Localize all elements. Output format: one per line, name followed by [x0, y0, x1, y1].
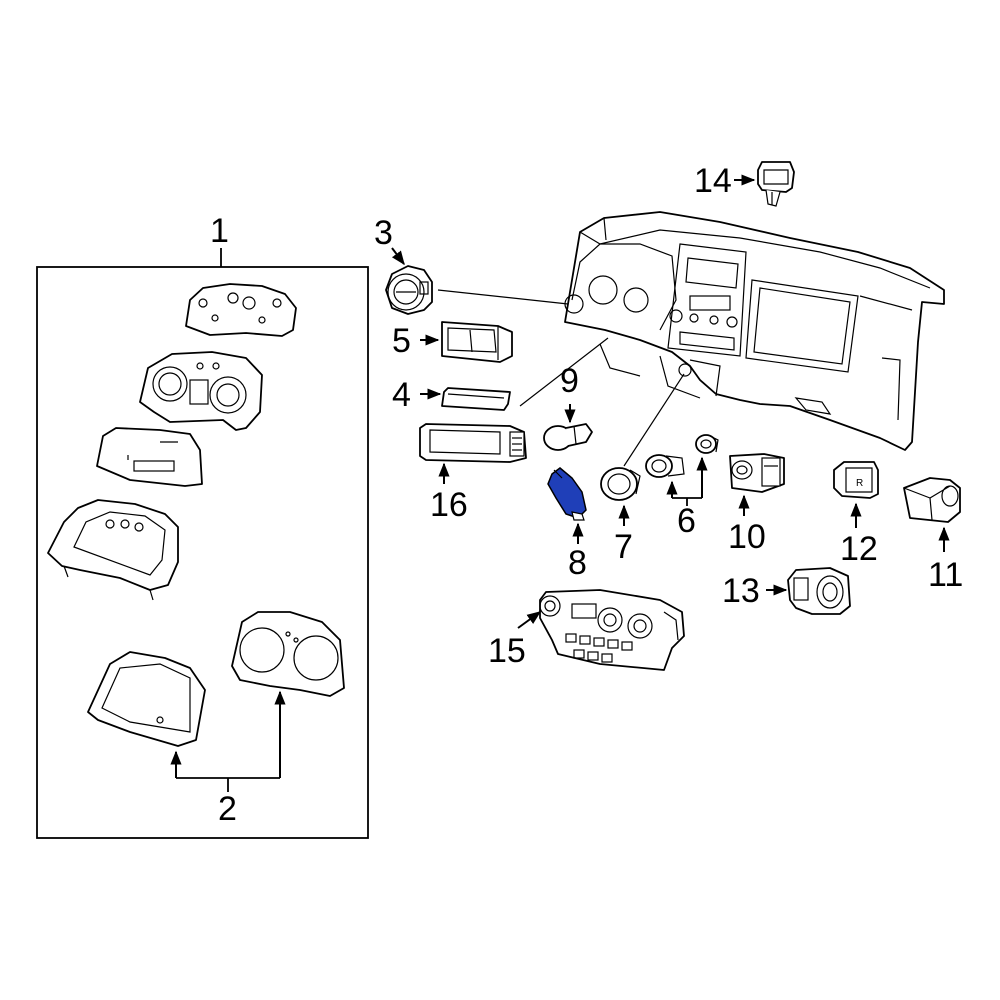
callout-4: 4	[392, 376, 411, 414]
headlamp-switch	[385, 265, 433, 315]
lighter-knob	[543, 423, 593, 451]
switch-14	[757, 161, 795, 207]
callout-16: 16	[430, 486, 468, 524]
cluster-applique-left	[87, 651, 206, 747]
power-socket	[645, 454, 685, 478]
callout-3-leader	[391, 247, 405, 266]
switch-10	[729, 453, 785, 493]
cluster-group-box	[36, 248, 369, 839]
cluster-bezel	[47, 499, 179, 601]
callout-6-leader	[666, 456, 708, 506]
callout-3: 3	[374, 214, 393, 252]
switch-12: R	[833, 461, 879, 499]
callout-2-leader	[170, 690, 286, 792]
callout-10: 10	[728, 518, 766, 556]
callout-9: 9	[560, 362, 579, 400]
callout-11: 11	[928, 556, 963, 594]
callout-15-leader	[517, 611, 542, 629]
instrument-panel	[564, 211, 945, 451]
switch-bezel	[441, 321, 513, 363]
display-module	[419, 423, 527, 463]
callout-12: 12	[840, 530, 878, 568]
svg-text:R: R	[856, 478, 863, 489]
callout-15: 15	[488, 632, 526, 670]
callout-14: 14	[694, 162, 732, 200]
bezel-ring	[600, 467, 641, 501]
dash-leader-lines	[437, 289, 685, 467]
switch-11	[903, 477, 961, 523]
switch-13	[787, 567, 851, 615]
cluster-lens	[96, 427, 203, 487]
callout-7: 7	[614, 528, 633, 566]
callout-13: 13	[722, 572, 760, 610]
callout-8: 8	[568, 544, 587, 582]
callout-6: 6	[677, 502, 696, 540]
cluster-gauge-assembly	[139, 351, 263, 431]
cluster-face-plate	[231, 611, 345, 697]
display-lens	[441, 387, 511, 411]
callout-1: 1	[210, 212, 229, 250]
cluster-rear-housing	[185, 283, 297, 337]
socket-cap	[695, 434, 719, 454]
callout-2: 2	[218, 790, 237, 828]
callout-5: 5	[392, 322, 411, 360]
highlighted-part-8	[547, 467, 587, 521]
climate-control-module	[539, 589, 685, 671]
